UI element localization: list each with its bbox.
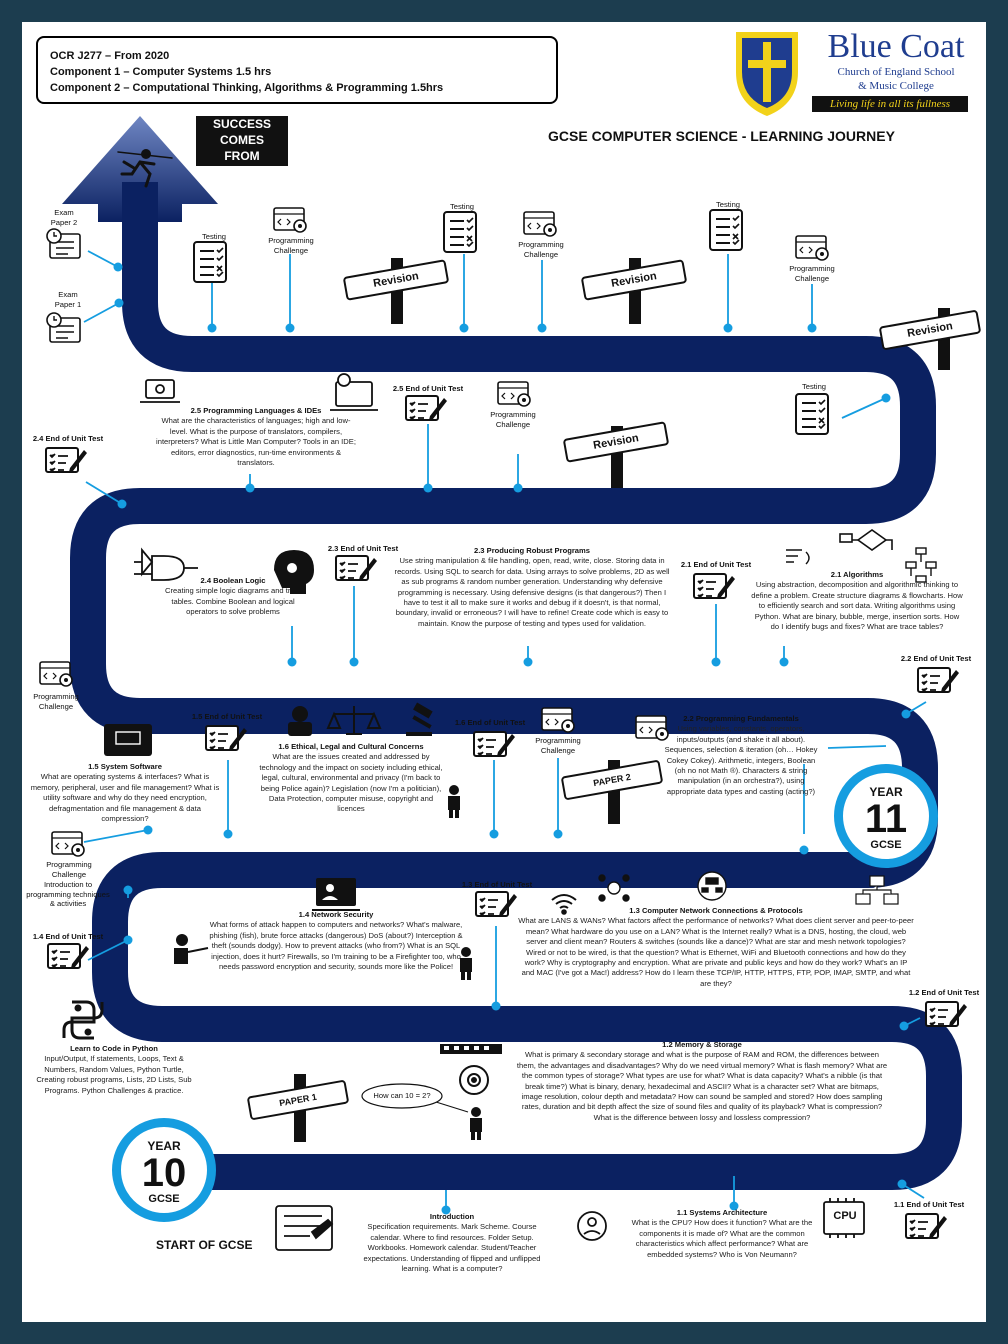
revision-sign-1: Revision — [342, 258, 452, 324]
label-end-2-3: 2.3 End of Unit Test — [327, 544, 399, 553]
revision-sign-3: Revision — [878, 308, 986, 370]
journey-road — [62, 116, 962, 1215]
page-title: GCSE COMPUTER SCIENCE - LEARNING JOURNEY — [548, 128, 895, 144]
school-sub1: Church of England School — [837, 66, 955, 78]
label-prog-challenge-2: Programming Challenge — [518, 240, 564, 259]
label-end-1-3: 1.3 End of Unit Test — [461, 880, 533, 889]
label-prog-challenge-4: Programming Challenge — [490, 410, 536, 429]
label-prog-challenge-1: Programming Challenge — [268, 236, 314, 255]
label-end-2-4: 2.4 End of Unit Test — [32, 434, 104, 443]
label-end-2-5: 2.5 End of Unit Test — [392, 384, 464, 393]
school-crest-icon — [736, 32, 798, 116]
topic-1-4: 1.4 Network Security What forms of attac… — [209, 910, 463, 972]
label-end-1-6: 1.6 End of Unit Test — [454, 718, 526, 727]
topic-1-3: 1.3 Computer Network Connections & Proto… — [518, 906, 914, 988]
revision-sign-4: Revision — [562, 421, 672, 488]
label-exam-paper-2: Exam Paper 2 — [50, 208, 78, 227]
topic-2-4: 2.4 Boolean Logic Creating simple logic … — [165, 576, 301, 617]
success-motto: SUCCESS COMES FROM HARDWORK — [196, 116, 288, 179]
label-prog-challenge-6: Programming Challenge — [535, 736, 581, 755]
paper-2-sign: PAPER 2 — [560, 759, 666, 824]
paper-1-sign: PAPER 1 — [246, 1074, 352, 1142]
school-name: Blue Coat — [827, 28, 965, 65]
topic-2-5: 2.5 Programming Languages & IDEs What ar… — [156, 406, 356, 468]
revision-sign-2: Revision — [580, 258, 690, 324]
component-2: Component 2 – Computational Thinking, Al… — [50, 82, 444, 94]
learning-journey-page: OCR J277 – From 2020 Component 1 – Compu… — [22, 22, 986, 1322]
school-strapline: Living life in all its fullness — [812, 96, 968, 112]
topic-1-6: 1.6 Ethical, Legal and Cultural Concerns… — [259, 742, 443, 814]
topic-introduction: Introduction Specification requirements.… — [363, 1212, 541, 1274]
topic-1-2: 1.2 Memory & Storage What is primary & s… — [516, 1040, 888, 1122]
label-intro-programming: Introduction to programming techniques &… — [26, 880, 110, 909]
speech-text: How can 10 = 2? — [373, 1091, 431, 1100]
label-prog-challenge-3: Programming Challenge — [789, 264, 835, 283]
course-spec: OCR J277 – From 2020 — [50, 50, 170, 62]
topic-learn-python: Learn to Code in Python Input/Output, If… — [36, 1044, 192, 1095]
label-prog-challenge-5: Programming Challenge — [33, 692, 79, 711]
label-end-2-2: 2.2 End of Unit Test — [900, 654, 972, 663]
road-path — [70, 202, 962, 1190]
label-end-1-1: 1.1 End of Unit Test — [893, 1200, 965, 1209]
label-end-2-1: 2.1 End of Unit Test — [680, 560, 752, 569]
label-prog-challenge-7: Programming Challenge — [46, 860, 92, 879]
label-end-1-2: 1.2 End of Unit Test — [908, 988, 980, 997]
label-exam-paper-1: Exam Paper 1 — [54, 290, 82, 309]
topic-2-2: 2.2 Programming Fundamentals Using varia… — [664, 714, 818, 796]
label-testing-3: Testing — [715, 200, 741, 209]
milestone-dots — [113, 262, 911, 1215]
label-testing-4: Testing — [801, 382, 827, 391]
topic-2-3: 2.3 Producing Robust Programs Use string… — [394, 546, 670, 628]
runner-icon — [117, 149, 173, 188]
topic-2-1: 2.1 Algorithms Using abstraction, decomp… — [751, 570, 963, 632]
label-testing-1: Testing — [201, 232, 227, 241]
topic-1-5: 1.5 System Software What are operating s… — [30, 762, 220, 824]
component-1: Component 1 – Computer Systems 1.5 hrs — [50, 66, 272, 78]
year-11-badge: YEAR 11 GCSE — [834, 764, 938, 868]
year-10-badge: YEAR 10 GCSE — [112, 1118, 216, 1222]
course-info-box: OCR J277 – From 2020 Component 1 – Compu… — [36, 36, 558, 104]
label-end-1-5: 1.5 End of Unit Test — [191, 712, 263, 721]
finish-arrow — [62, 116, 218, 222]
start-of-gcse: START OF GCSE — [156, 1238, 253, 1252]
school-sub2: & Music College — [858, 80, 934, 92]
cpu-label: CPU — [833, 1210, 857, 1222]
label-testing-2: Testing — [449, 202, 475, 211]
school-logo: Blue Coat Church of England School & Mus… — [812, 28, 980, 116]
topic-1-1: 1.1 Systems Architecture What is the CPU… — [631, 1208, 813, 1259]
label-end-1-4: 1.4 End of Unit Test — [32, 932, 104, 941]
